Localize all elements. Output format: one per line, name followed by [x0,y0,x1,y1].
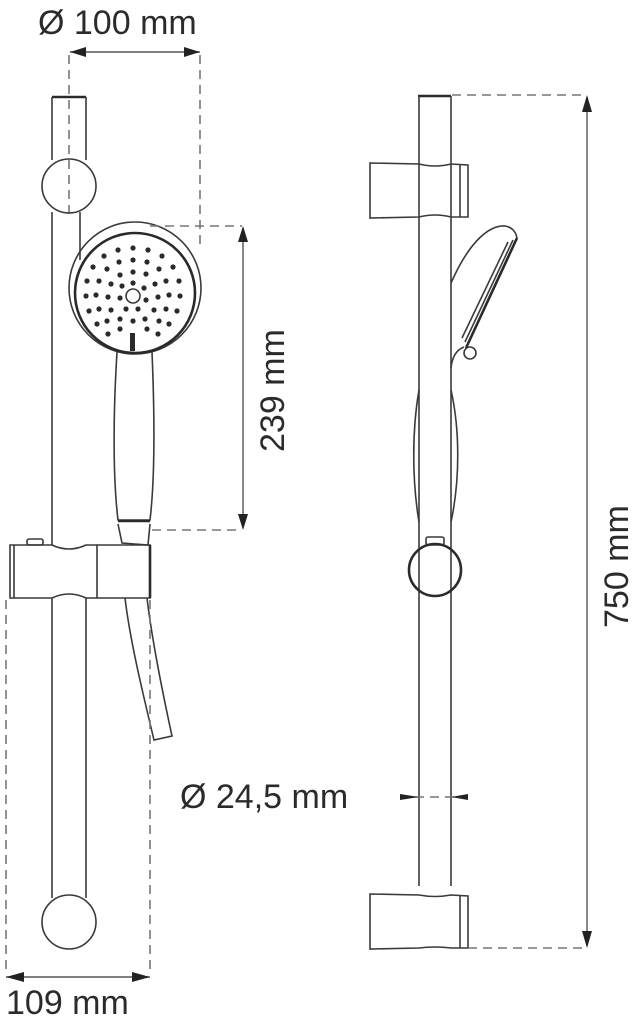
head-diameter-label: Ø 100 mm [38,4,197,42]
side-bottom-holder [369,893,469,950]
front-handle [113,351,155,546]
side-shower-head [450,225,519,369]
projection-width-dimension: 109 mm [5,600,151,1022]
shower-length-dimension: 239 mm [150,225,292,531]
front-view: Ø 100 mm [5,4,292,1022]
rail-length-dimension: 750 mm [452,94,636,949]
hose [124,597,173,741]
head-diameter-dimension: Ø 100 mm [38,4,201,245]
projection-width-label: 109 mm [6,984,129,1022]
rail-diameter-dimension: Ø 24,5 mm [180,778,468,816]
shower-length-label: 239 mm [254,329,292,452]
side-rail [418,94,452,886]
front-rail [51,95,87,898]
side-handle [412,389,459,523]
hand-shower-head [68,221,202,355]
nozzle-dots [83,245,183,337]
slider-holder [9,538,152,599]
bottom-wall-bracket [41,894,97,950]
side-view: Ø 24,5 mm 750 mm [180,94,636,950]
rail-diameter-label: Ø 24,5 mm [180,778,348,816]
side-top-holder [369,162,469,219]
side-slider-knob [407,536,463,598]
rail-length-label: 750 mm [598,505,636,628]
top-wall-bracket [41,158,97,214]
